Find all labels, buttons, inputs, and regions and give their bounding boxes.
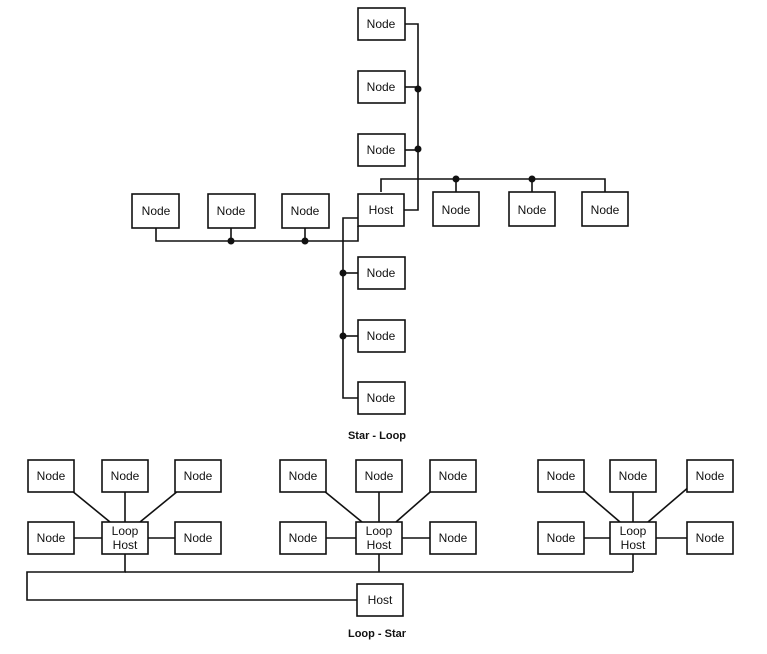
junction-dot (414, 145, 422, 153)
star-loop-right-bus (380, 178, 606, 192)
node-box: Node (355, 459, 403, 493)
node-box: Node (357, 7, 406, 41)
node-label: Node (142, 204, 171, 218)
node-box: Node (686, 459, 734, 493)
host-box: Host (357, 193, 405, 227)
junction-dot (414, 85, 422, 93)
node-box: Node (429, 521, 477, 555)
star-loop-bottom-bus (342, 217, 358, 399)
node-box: Node (537, 521, 585, 555)
node-box: Node (357, 381, 406, 415)
node-label: Node (291, 204, 320, 218)
node-label: Node (547, 531, 576, 545)
node-label: Node (442, 203, 471, 217)
star-loop-wires (155, 23, 606, 399)
junction-dot (452, 175, 460, 183)
node-box: Node (357, 256, 406, 290)
node-label: Node (547, 469, 576, 483)
node-label: Node (184, 531, 213, 545)
node-box: Node (101, 459, 149, 493)
node-label: Node (289, 469, 318, 483)
star-loop-left-bus (155, 226, 359, 242)
host-label: Host (369, 203, 394, 217)
loop-star-wires (26, 485, 691, 601)
loop-host-label-line2: Host (367, 538, 392, 552)
loop-host-label-line1: Loop (366, 524, 393, 538)
node-label: Node (367, 80, 396, 94)
node-label: Node (37, 469, 66, 483)
node-label: Node (367, 266, 396, 280)
loop-host-label-line1: Loop (620, 524, 647, 538)
junction-dot (301, 237, 309, 245)
node-label: Node (367, 391, 396, 405)
spoke (577, 485, 621, 523)
junction-dot (227, 237, 235, 245)
loop-ring-upper (26, 554, 357, 601)
node-label: Node (591, 203, 620, 217)
node-label: Node (439, 469, 468, 483)
node-box: Node (279, 459, 327, 493)
loop-host-box: Loop Host (101, 521, 149, 555)
node-label: Node (111, 469, 140, 483)
node-box: Node (686, 521, 734, 555)
node-label: Node (289, 531, 318, 545)
junction-dot (339, 269, 347, 277)
node-box: Node (357, 319, 406, 353)
loop-host-box: Loop Host (609, 521, 657, 555)
node-label: Node (367, 329, 396, 343)
node-box: Node (131, 193, 180, 229)
star-loop-top-bus (404, 23, 419, 211)
node-box: Node (281, 193, 330, 229)
node-label: Node (518, 203, 547, 217)
junction-dot (528, 175, 536, 183)
loop-star-caption: Loop - Star (348, 628, 407, 640)
node-box: Node (207, 193, 256, 229)
node-box: Node (279, 521, 327, 555)
node-box: Node (429, 459, 477, 493)
loop-host-box: Loop Host (355, 521, 403, 555)
node-label: Node (696, 469, 725, 483)
node-label: Node (696, 531, 725, 545)
loop-star-cluster-2: Node Node Node Node Loop Host Node (279, 459, 477, 555)
host-label: Host (368, 593, 393, 607)
loop-host-label-line1: Loop (112, 524, 139, 538)
node-label: Node (365, 469, 394, 483)
node-box: Node (581, 191, 629, 227)
node-box: Node (357, 133, 406, 167)
junction-dot (339, 332, 347, 340)
loop-host-label-line2: Host (621, 538, 646, 552)
node-box: Node (508, 191, 556, 227)
star-loop-nodes: Node Node Node Node Node Node Host Node … (131, 7, 629, 415)
node-label: Node (37, 531, 66, 545)
node-box: Node (174, 459, 222, 493)
spoke (647, 485, 691, 523)
node-box: Node (27, 459, 75, 493)
node-box: Node (537, 459, 585, 493)
node-label: Node (184, 469, 213, 483)
node-box: Node (609, 459, 657, 493)
node-label: Node (439, 531, 468, 545)
node-label: Node (217, 204, 246, 218)
node-label: Node (619, 469, 648, 483)
node-box: Node (357, 70, 406, 104)
star-loop-caption: Star - Loop (348, 430, 406, 442)
node-label: Node (367, 17, 396, 31)
loop-host-label-line2: Host (113, 538, 138, 552)
host-box: Host (356, 583, 404, 617)
loop-star-cluster-1: Node Node Node Node Loop Host Node (27, 459, 222, 555)
node-label: Node (367, 143, 396, 157)
node-box: Node (432, 191, 480, 227)
node-box: Node (27, 521, 75, 555)
loop-star-cluster-3: Node Node Node Node Loop Host Node (537, 459, 734, 555)
node-box: Node (174, 521, 222, 555)
